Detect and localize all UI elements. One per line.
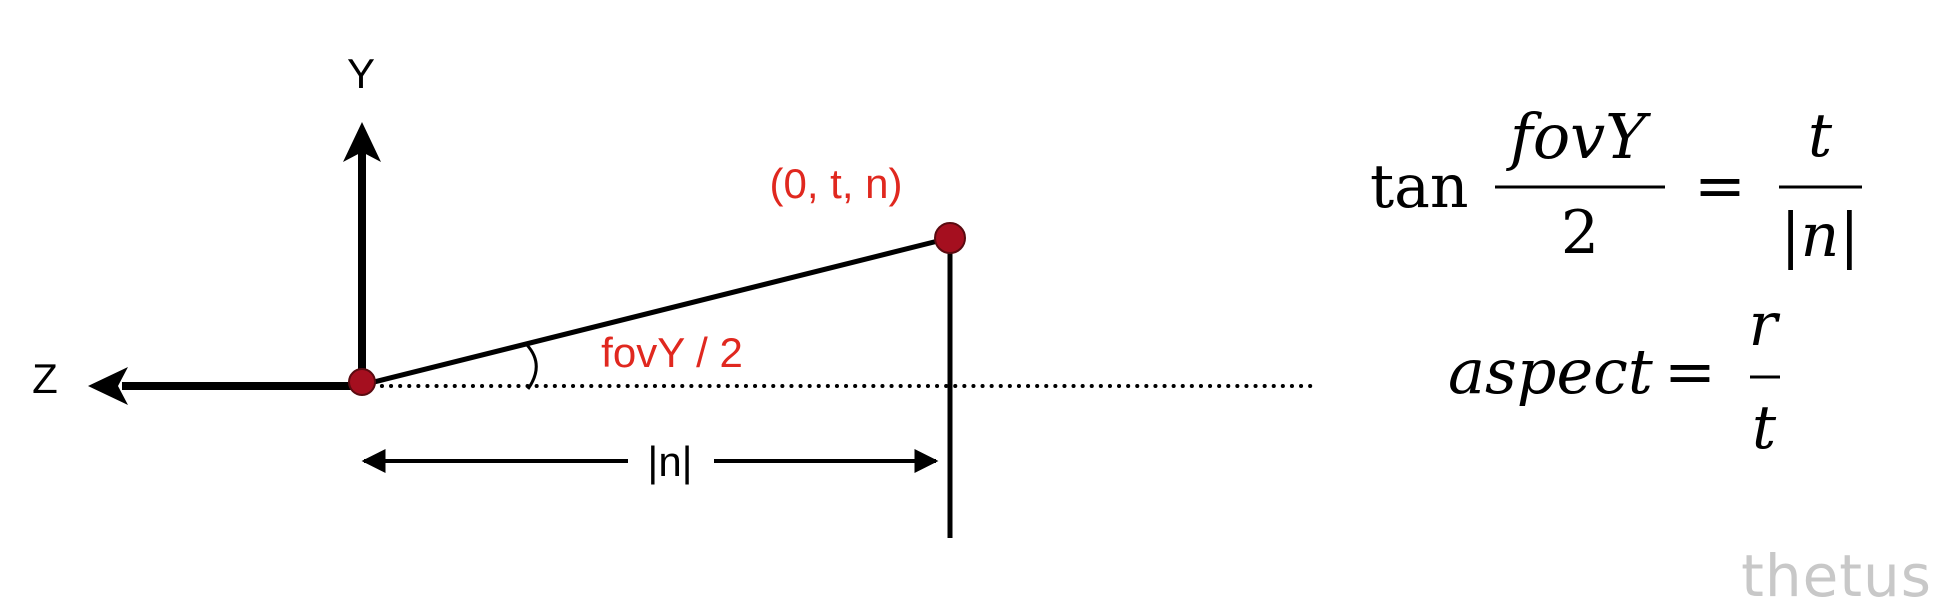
formula-aspect: aspect = r t [1448, 290, 1781, 463]
angle-arc [525, 343, 538, 390]
y-axis-label: Y [347, 50, 375, 97]
point-label: (0, t, n) [769, 160, 902, 207]
formula-aspect-rhs-numerator: r [1749, 290, 1781, 360]
z-axis-arrowhead-icon [88, 367, 128, 405]
formula-tan-lhs-denominator: 2 [1561, 198, 1599, 268]
origin-point [348, 368, 376, 396]
z-axis-label: Z [32, 355, 58, 402]
formula-aspect-lhs: aspect [1448, 335, 1653, 408]
watermark: thetus [1741, 542, 1932, 610]
formula-tan-func: tan [1370, 152, 1469, 222]
z-axis [88, 367, 362, 405]
formula-tan-rhs-numerator: t [1808, 101, 1833, 171]
fov-ray-line [361, 235, 951, 388]
angle-label: fovY / 2 [601, 329, 743, 376]
formula-aspect-rhs-denominator: t [1752, 393, 1777, 463]
distance-label: |n| [647, 438, 692, 485]
formula-aspect-equals: = [1664, 335, 1716, 408]
formula-tan: tan fovY 2 = t |n| [1370, 100, 1862, 271]
formula-tan-rhs-denominator: |n| [1780, 201, 1859, 271]
top-point [934, 222, 966, 254]
y-axis-arrowhead-icon [343, 122, 381, 162]
formula-tan-lhs-numerator: fovY [1506, 100, 1651, 173]
formula-tan-equals: = [1694, 149, 1746, 222]
y-axis [343, 122, 381, 386]
